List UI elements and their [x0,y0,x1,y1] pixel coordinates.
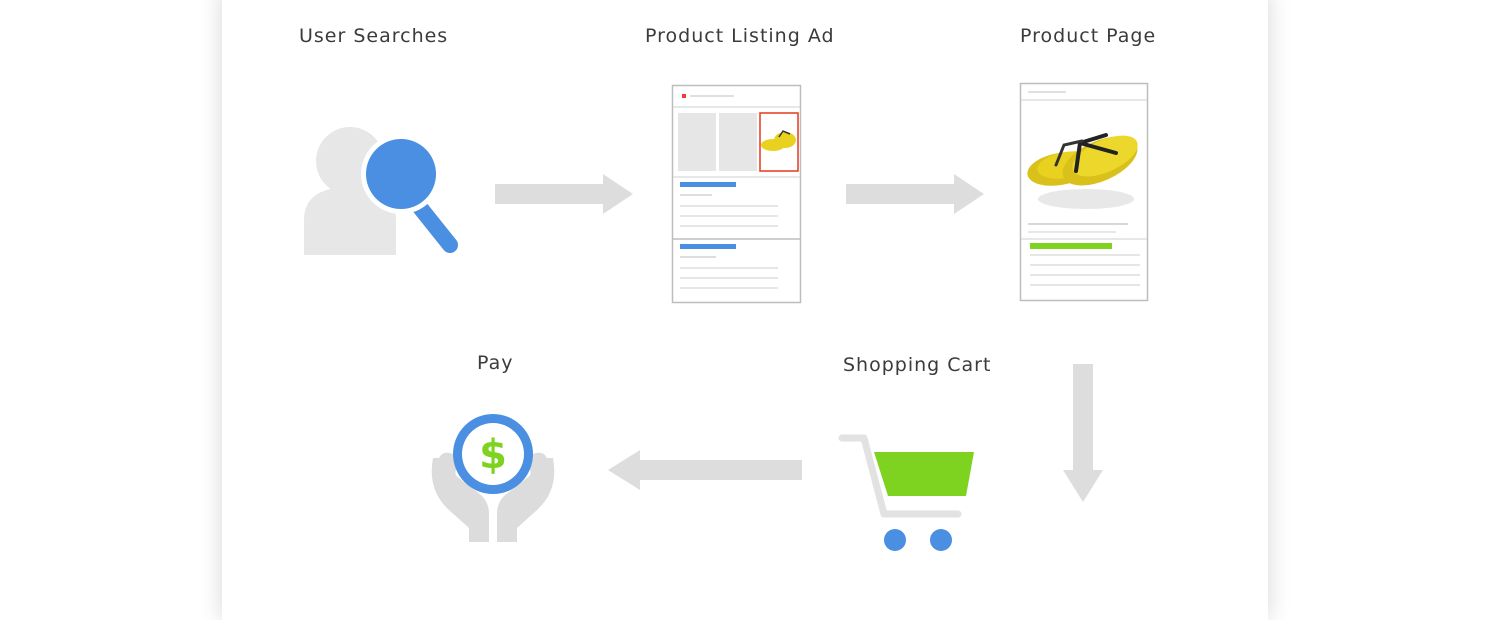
label-product-listing-ad: Product Listing Ad [645,25,835,47]
svg-text:$: $ [479,432,507,478]
label-user-searches: User Searches [299,25,449,47]
hands-dollar-icon: $ [425,410,561,545]
arrow-right-1 [495,172,635,216]
product-page-mockup [1019,82,1149,302]
label-pay: Pay [477,352,514,374]
arrow-down [1062,364,1104,504]
flip-flop-image [1027,133,1138,209]
arrow-left [606,448,804,492]
label-product-page: Product Page [1020,25,1157,47]
label-shopping-cart: Shopping Cart [843,354,992,376]
product-listing-ad-mockup [671,84,802,304]
shopping-cart-icon [838,430,983,555]
user-search-icon [300,125,470,260]
arrow-right-2 [846,172,986,216]
